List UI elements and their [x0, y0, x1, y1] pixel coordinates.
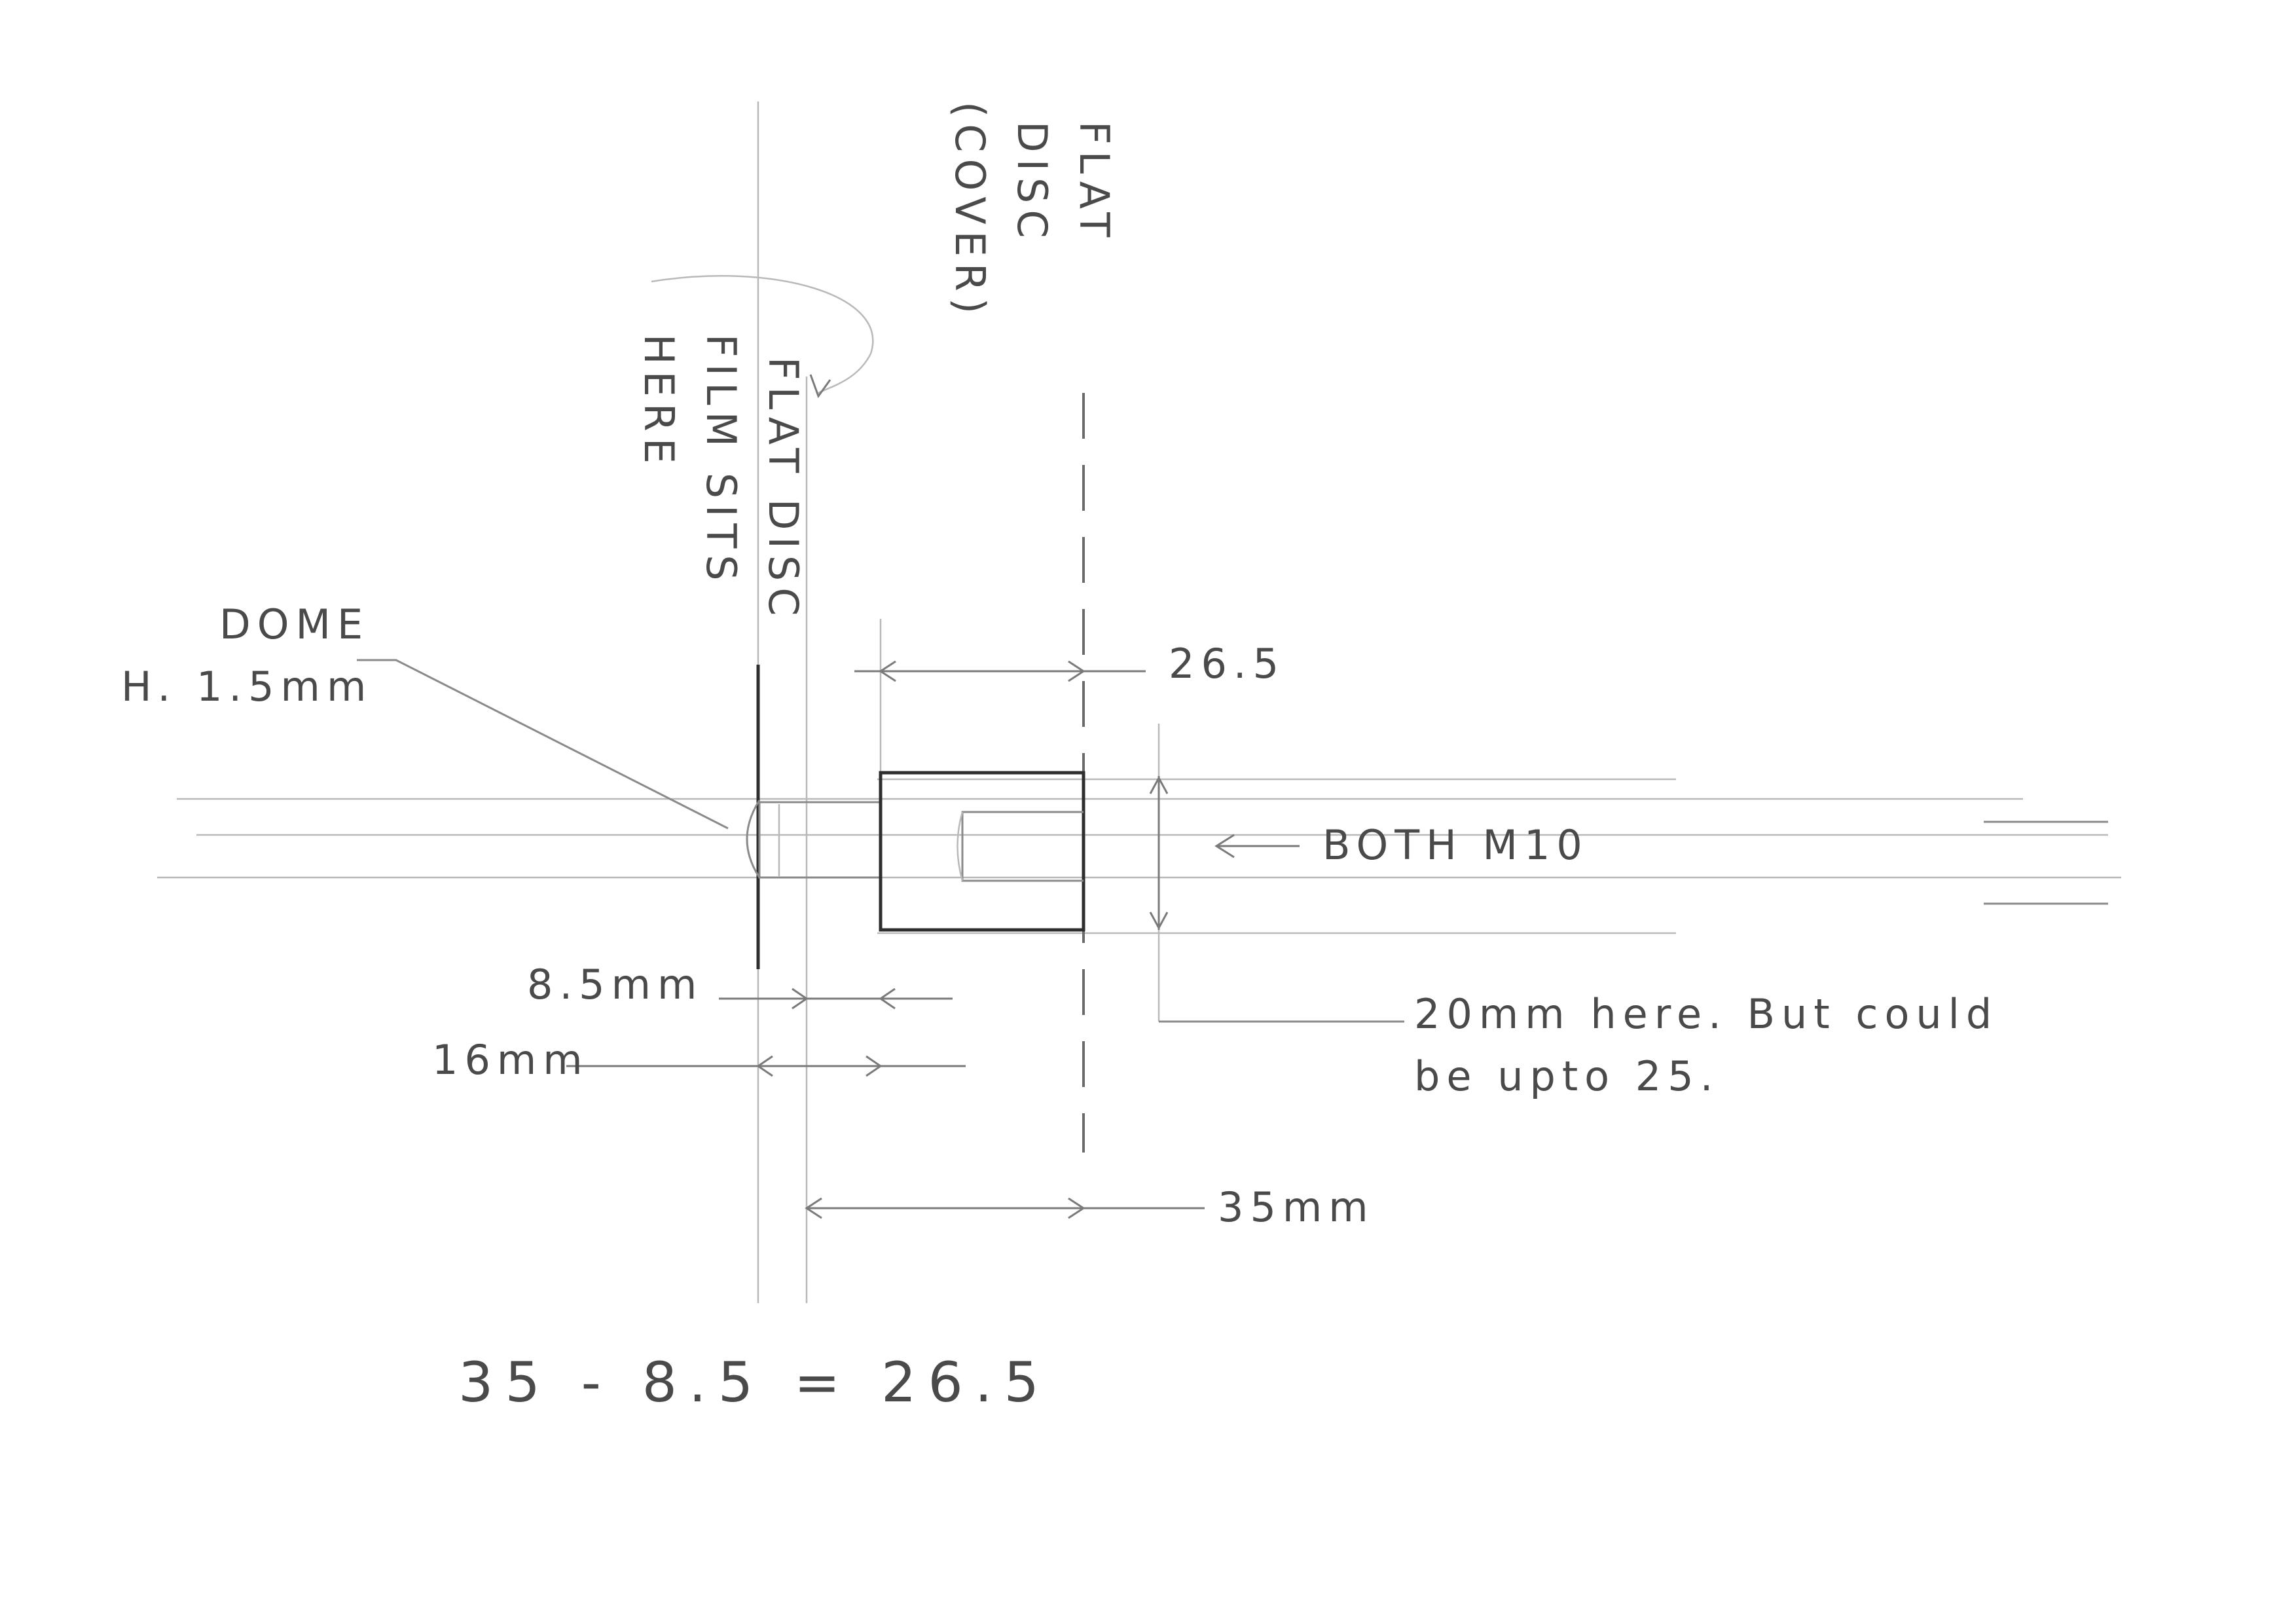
- label-flat-disc-cover-3: (COVER): [946, 101, 994, 320]
- threaded-bore: [961, 811, 1084, 882]
- label-film-sits: FILM SITS: [697, 334, 745, 587]
- arrowhead: [792, 987, 809, 1010]
- curved-pointer: [651, 275, 874, 394]
- arrowhead: [879, 987, 896, 1010]
- arrowhead: [1214, 834, 1235, 858]
- label-flat-disc-cover-1: FLAT: [1070, 121, 1118, 244]
- standoff-body: [879, 771, 1085, 932]
- arrowhead: [1068, 660, 1085, 682]
- label-here: HERE: [635, 334, 683, 470]
- calculation: 35 - 8.5 = 26.5: [458, 1350, 1051, 1414]
- arrowhead: [1149, 775, 1169, 794]
- dimension-left-large-label: 16mm: [432, 1036, 589, 1084]
- note-line-1: 20mm here. But could: [1414, 990, 1998, 1038]
- note-line-2: be upto 25.: [1414, 1052, 1719, 1100]
- label-flat-disc-cover-2: DISC: [1008, 121, 1056, 245]
- dome-leader: [357, 659, 729, 830]
- label-flat-disc: FLAT DISC: [759, 357, 807, 622]
- label-both-m10: BOTH M10: [1322, 821, 1589, 869]
- arrowhead: [809, 374, 831, 399]
- arrowhead: [756, 1055, 773, 1077]
- arrowhead: [879, 660, 896, 682]
- label-dome: DOME: [219, 600, 369, 648]
- label-dome-height: H. 1.5mm: [121, 663, 373, 710]
- dimension-left-small-label: 8.5mm: [527, 961, 703, 1008]
- arrowhead: [1149, 912, 1169, 931]
- arrowhead: [805, 1197, 822, 1219]
- standoff-shaft: [758, 801, 882, 879]
- dome: [746, 800, 761, 878]
- dimension-bottom-label: 35mm: [1218, 1183, 1375, 1231]
- bore-curve: [957, 811, 964, 881]
- arrowhead: [866, 1055, 883, 1077]
- arrowhead: [1068, 1197, 1085, 1219]
- dimension-top-label: 26.5: [1169, 640, 1285, 688]
